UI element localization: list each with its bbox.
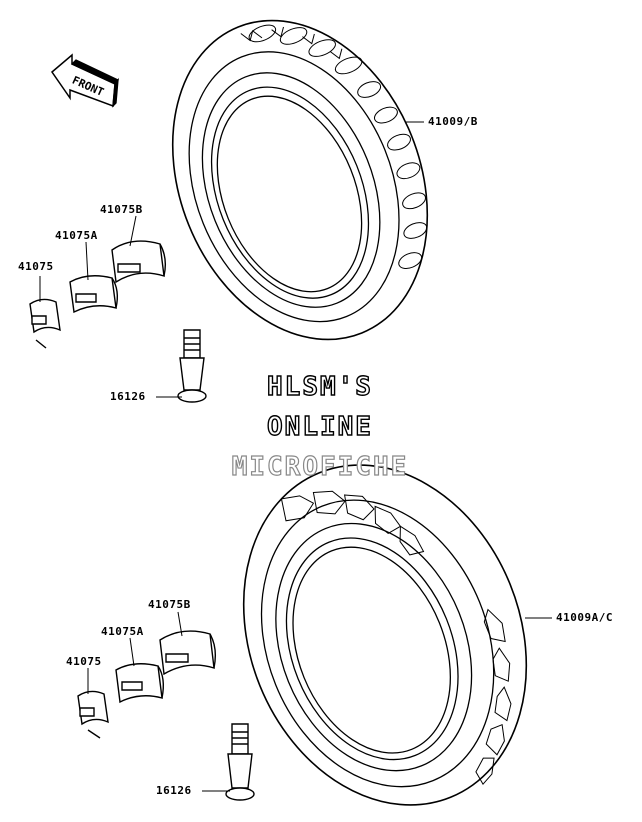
- label-valve-lower: 16126: [156, 784, 192, 797]
- label-tire-upper: 41009/B: [428, 115, 478, 128]
- weight-upper-drawing: [30, 299, 60, 348]
- tire-upper-drawing: [127, 0, 473, 378]
- label-weight-b-upper: 41075B: [100, 203, 143, 216]
- leader-lines: [40, 122, 552, 791]
- label-valve-upper: 16126: [110, 390, 146, 403]
- watermark-line-1: HLSM'S: [266, 371, 373, 402]
- watermark-line-3: MICROFICHE: [231, 451, 409, 482]
- valve-lower-drawing: [226, 724, 254, 800]
- label-weight-lower: 41075: [66, 655, 102, 668]
- label-tire-lower: 41009A/C: [556, 611, 613, 624]
- label-weight-b-lower: 41075B: [148, 598, 191, 611]
- front-arrow-icon: [52, 55, 118, 106]
- valve-upper-drawing: [178, 330, 206, 402]
- watermark-line-2: ONLINE: [266, 411, 373, 442]
- tire-lower-drawing: [194, 422, 575, 822]
- weight-b-lower-drawing: [160, 631, 215, 674]
- weight-b-upper-drawing: [112, 241, 165, 282]
- weight-a-lower-drawing: [116, 664, 163, 702]
- label-weight-upper: 41075: [18, 260, 54, 273]
- weight-lower-drawing: [78, 691, 108, 738]
- label-weight-a-upper: 41075A: [55, 229, 98, 242]
- label-weight-a-lower: 41075A: [101, 625, 144, 638]
- weight-a-upper-drawing: [70, 276, 117, 312]
